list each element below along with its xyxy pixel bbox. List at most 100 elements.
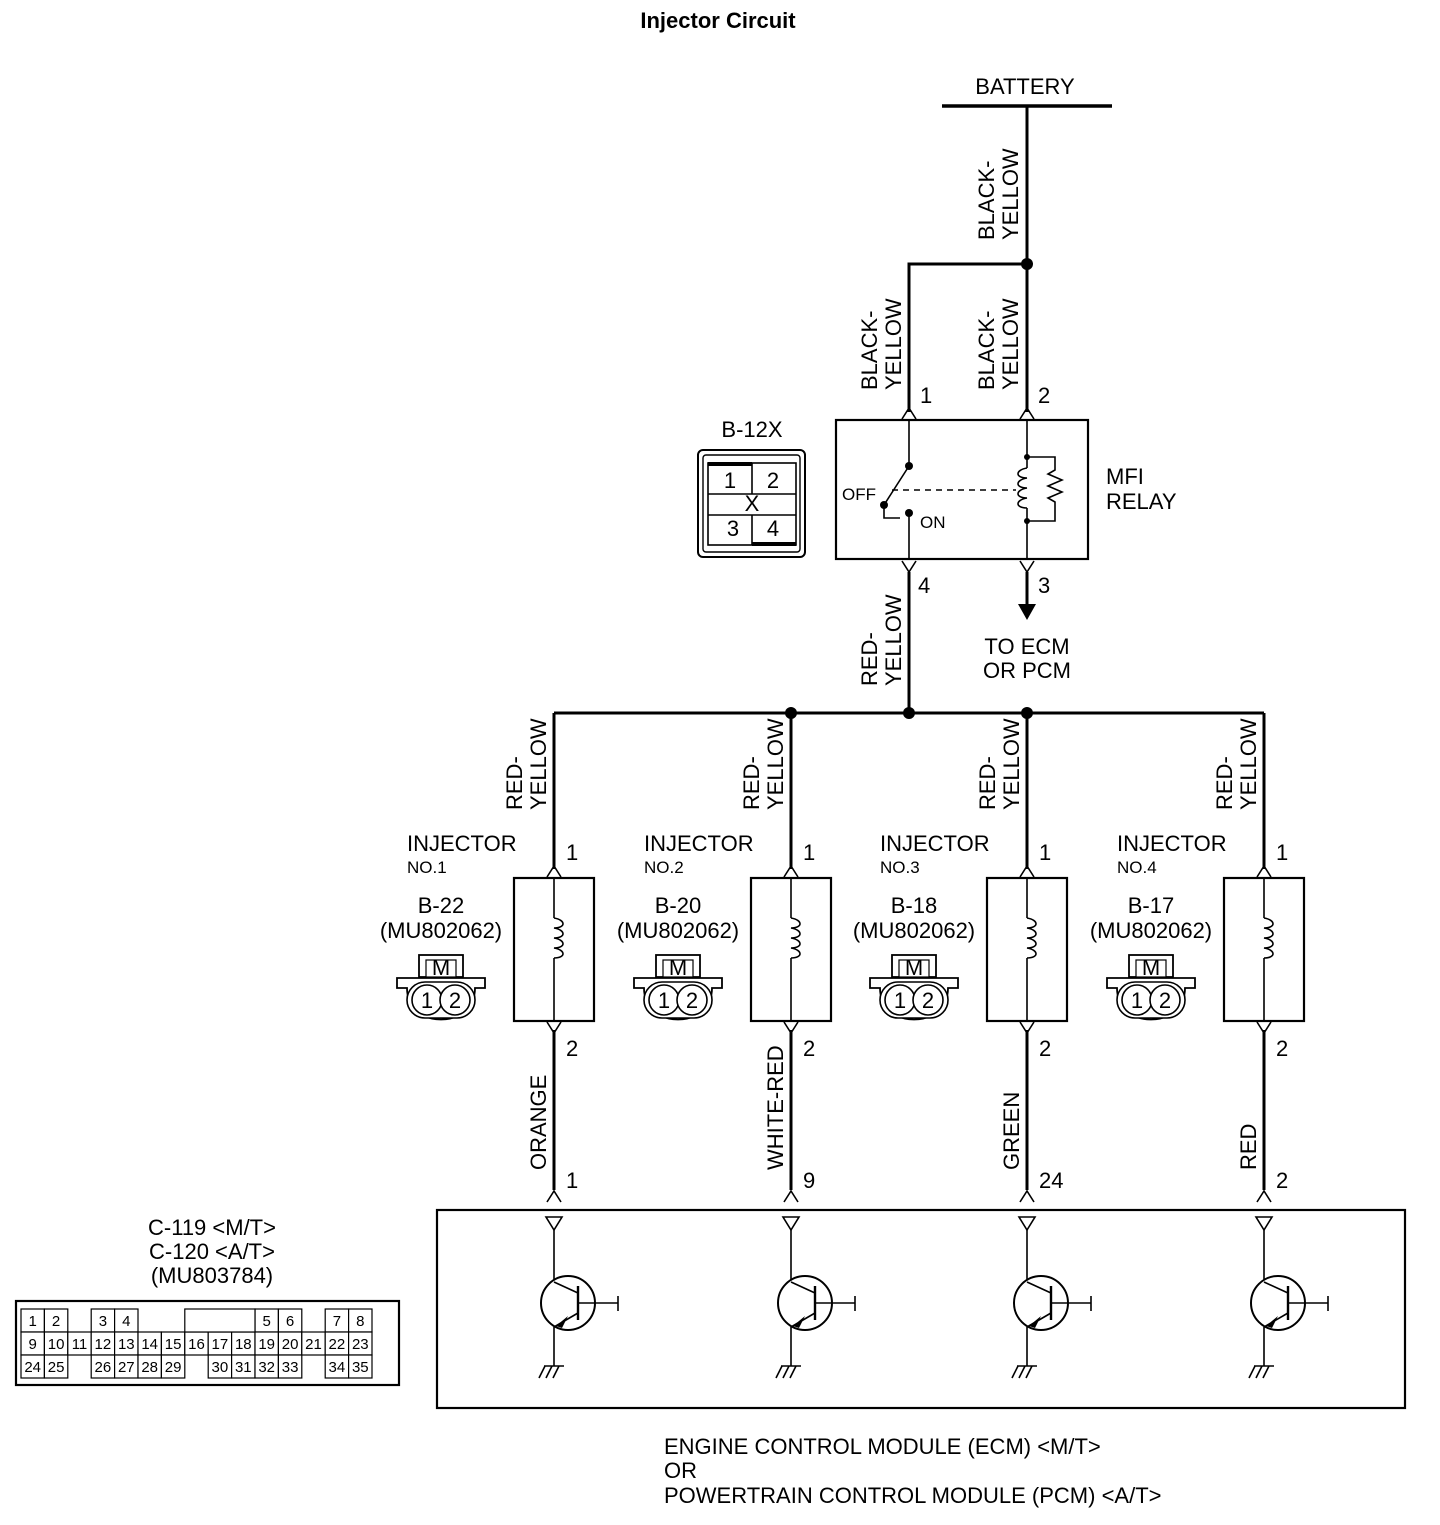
- injector-pin-in: 1: [1276, 840, 1288, 865]
- pin-arrow-icon: [1019, 1021, 1035, 1035]
- injector-pin-in: 1: [803, 840, 815, 865]
- supply-wire-color: YELLOW: [526, 718, 551, 810]
- relay-pin3-label: 3: [1038, 573, 1050, 598]
- battery-feed-color-1: BLACK-: [974, 161, 999, 240]
- connector-pin-number: 10: [48, 1336, 65, 1353]
- connector-pin-number: 14: [141, 1336, 158, 1353]
- transistor-icon: [1248, 1216, 1329, 1379]
- connector-pin-number: 12: [95, 1336, 112, 1353]
- connector-cell: [160, 1354, 186, 1379]
- injector-number: NO.1: [407, 858, 447, 877]
- arrow-down-icon: [1018, 604, 1036, 620]
- connector-pin-number: 8: [356, 1313, 364, 1330]
- injector-number: NO.2: [644, 858, 684, 877]
- ecm-drivers: [538, 1216, 1329, 1379]
- relay-name-1: MFI: [1106, 464, 1144, 489]
- connector-cell: [277, 1354, 303, 1379]
- connector-pin-number: 1: [29, 1313, 37, 1330]
- ecm-connector-line2: C-120 <A/T>: [149, 1239, 275, 1264]
- connector-pin-number: 23: [352, 1336, 369, 1353]
- injector-2: RED-YELLOW129WHITE-REDINJECTORNO.2B-20(M…: [617, 713, 833, 1203]
- output-wire-color: GREEN: [999, 1092, 1024, 1170]
- injector-pin-out: 2: [566, 1036, 578, 1061]
- injector-part-number: (MU802062): [1090, 918, 1212, 943]
- connector-pin-label: 2: [922, 988, 934, 1013]
- ecm-caption-2: OR: [664, 1458, 697, 1483]
- connector-pin-number: 15: [165, 1336, 182, 1353]
- supply-wire-color: RED-: [739, 756, 764, 810]
- connector-pin-number: 35: [352, 1359, 369, 1376]
- connector-pin-number: 34: [329, 1359, 346, 1376]
- switch-on-label: ON: [920, 513, 946, 532]
- relay-connector-cell: 1: [724, 468, 736, 493]
- connector-pin-number: 6: [286, 1313, 294, 1330]
- injector-pin-in: 1: [566, 840, 578, 865]
- connector-blank-block: [184, 1308, 256, 1333]
- connector-pin-number: 20: [282, 1336, 299, 1353]
- connector-pin-number: 3: [99, 1313, 107, 1330]
- supply-wire-color: YELLOW: [999, 718, 1024, 810]
- injector-4: RED-YELLOW122REDINJECTORNO.4B-17(MU80206…: [1090, 713, 1306, 1203]
- switch-blade: [883, 465, 910, 506]
- connector-pin-label: 1: [658, 988, 670, 1013]
- connector-pin-number: 31: [235, 1359, 252, 1376]
- pin-arrow-icon: [1256, 1021, 1272, 1035]
- injector-connector-id: B-17: [1128, 893, 1174, 918]
- connector-pin-number: 29: [165, 1359, 182, 1376]
- injector-part-number: (MU802062): [380, 918, 502, 943]
- switch-off-label: OFF: [842, 485, 876, 504]
- connector-pin-number: 2: [52, 1313, 60, 1330]
- connector-pin-label: 1: [1131, 988, 1143, 1013]
- supply-wire-color: YELLOW: [1236, 718, 1261, 810]
- connector-key-label: M: [1142, 955, 1160, 980]
- supply-wire-color: YELLOW: [763, 718, 788, 810]
- junction-dot: [1021, 258, 1033, 270]
- pin-arrow-icon: [1019, 864, 1035, 878]
- ecm-box: [435, 1208, 1407, 1410]
- supply-wire-color: RED-: [1212, 756, 1237, 810]
- connector-pin-number: 9: [29, 1336, 37, 1353]
- pin-arrow-icon: [783, 864, 799, 878]
- pin-arrow-icon: [1019, 406, 1035, 420]
- injector-number: NO.4: [1117, 858, 1157, 877]
- connector-key-label: M: [669, 955, 687, 980]
- relay-connector-cell: 2: [767, 468, 779, 493]
- relay-coil-icon: [1017, 467, 1028, 509]
- pin-arrow-icon: [901, 406, 917, 420]
- injector-name: INJECTOR: [644, 831, 754, 856]
- connector-pin-number: 26: [95, 1359, 112, 1376]
- injector-pin-out: 2: [1039, 1036, 1051, 1061]
- pin-arrow-icon: [546, 1021, 562, 1035]
- injector-pin-in: 1: [1039, 840, 1051, 865]
- battery-feed-color-2: YELLOW: [998, 148, 1023, 240]
- output-wire-color: ORANGE: [526, 1075, 551, 1170]
- ecm-pin-label: 2: [1276, 1168, 1288, 1193]
- pin-arrow-icon: [1256, 1189, 1272, 1203]
- pin-arrow-icon: [546, 1189, 562, 1203]
- pin-arrow-icon: [783, 1189, 799, 1203]
- injector-part-number: (MU802062): [617, 918, 739, 943]
- injector-name: INJECTOR: [407, 831, 517, 856]
- injector-coil-icon: [553, 917, 564, 959]
- connector-pin-number: 19: [258, 1336, 275, 1353]
- ecm-connector-line3: (MU803784): [151, 1263, 273, 1288]
- connector-pin-number: 11: [72, 1336, 88, 1353]
- junction-dot: [903, 707, 915, 719]
- connector-pin-number: 25: [48, 1359, 65, 1376]
- injector-coil-icon: [790, 917, 801, 959]
- connector-pin-label: 1: [894, 988, 906, 1013]
- connector-pin-number: 7: [333, 1313, 341, 1330]
- pin-arrow-icon: [783, 1021, 799, 1035]
- injector-name: INJECTOR: [880, 831, 990, 856]
- injector-part-number: (MU802062): [853, 918, 975, 943]
- relay-pin1-wire: [907, 262, 1027, 412]
- connector-pin-number: 22: [329, 1336, 346, 1353]
- pin-arrow-icon: [1019, 560, 1035, 574]
- supply-color-2: YELLOW: [881, 594, 906, 686]
- injector-pin-out: 2: [1276, 1036, 1288, 1061]
